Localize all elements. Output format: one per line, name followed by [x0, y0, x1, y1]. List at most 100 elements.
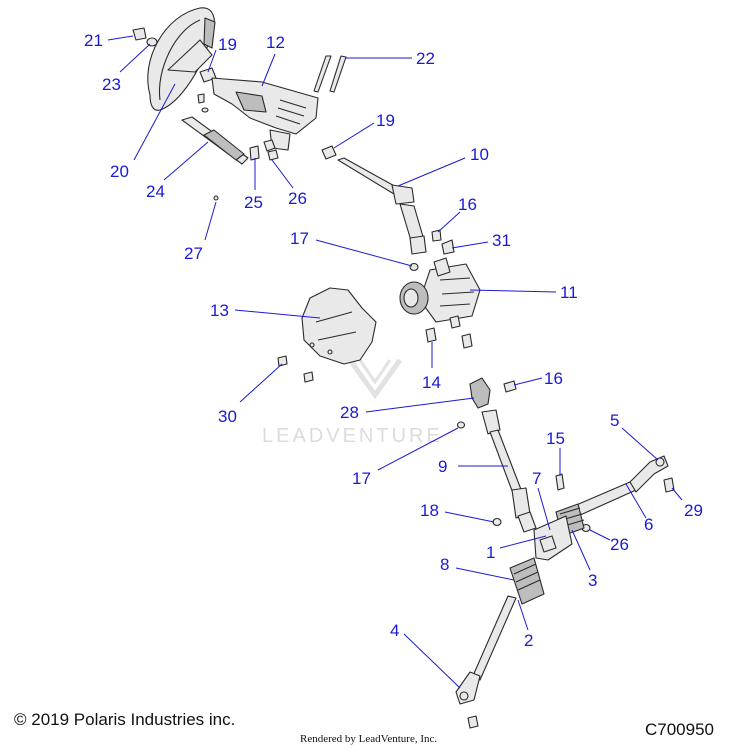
rendered-by-text: Rendered by LeadVenture, Inc. — [300, 733, 438, 745]
callout-13: 13 — [210, 301, 229, 320]
leader-27 — [204, 201, 217, 241]
callout-26: 26 — [610, 535, 629, 554]
diagram-id: C700950 — [645, 720, 715, 739]
leader-19b — [333, 122, 375, 149]
callout-12: 12 — [266, 33, 285, 52]
callout-25: 25 — [244, 193, 263, 212]
callout-20: 20 — [110, 162, 129, 181]
part-19-bushing-mid — [321, 145, 337, 160]
watermark: LEADVENTURE — [262, 358, 443, 447]
callout-28: 28 — [340, 403, 359, 422]
leader-19a — [207, 49, 217, 73]
leader-16b — [513, 377, 543, 386]
leader-17a — [315, 239, 413, 267]
callout-27: 27 — [184, 244, 203, 263]
part-16-bolt-upper — [431, 229, 442, 242]
leader-4 — [403, 633, 461, 689]
leader-2 — [517, 599, 529, 631]
leader-17b — [377, 427, 459, 471]
leader-26b — [589, 529, 611, 541]
part-steering-rack-assembly — [509, 481, 637, 605]
part-17-nut-upper — [409, 262, 419, 272]
callout-21: 21 — [84, 31, 103, 50]
callout-17: 17 — [290, 229, 309, 248]
callout-24: 24 — [146, 182, 165, 201]
leader-3 — [571, 529, 591, 571]
part-21-clip — [132, 27, 147, 41]
part-5-tie-rod-end-right — [629, 455, 669, 493]
leader-8 — [455, 567, 515, 581]
part-28-boot — [469, 377, 491, 409]
leader-20 — [133, 83, 176, 161]
callout-29: 29 — [684, 501, 703, 520]
leader-31 — [451, 241, 489, 249]
callout-18: 18 — [420, 501, 439, 520]
callout-4: 4 — [390, 621, 399, 640]
leader-28 — [365, 397, 475, 413]
callout-9: 9 — [438, 457, 447, 476]
part-27-pin — [213, 195, 219, 201]
callout-11: 11 — [560, 283, 578, 302]
part-16-bolt-lower — [503, 380, 517, 393]
part-13-cover — [301, 287, 377, 365]
part-18-nut — [492, 517, 502, 527]
callout-23: 23 — [102, 75, 121, 94]
leader-7 — [537, 487, 551, 531]
callout-19: 19 — [376, 111, 395, 130]
leader-11 — [469, 289, 557, 293]
leader-5 — [621, 427, 659, 461]
callout-15: 15 — [546, 429, 565, 448]
part-9-lower-shaft — [481, 409, 537, 533]
callout-2: 2 — [524, 631, 533, 650]
part-10-upper-shaft — [337, 157, 427, 255]
part-26-nut-upper — [263, 139, 279, 161]
part-15-bolt — [555, 473, 565, 491]
callout-5: 5 — [610, 411, 619, 430]
leader-12 — [261, 53, 276, 87]
leader-18 — [444, 511, 495, 523]
part-24-gas-strut — [181, 116, 249, 165]
callout-16: 16 — [544, 369, 563, 388]
leader-29 — [671, 487, 683, 501]
callout-14: 14 — [422, 373, 441, 392]
leader-6 — [625, 483, 647, 519]
leader-lines — [107, 35, 683, 689]
watermark-text: LEADVENTURE — [262, 425, 443, 447]
part-20-steering-wheel — [147, 7, 216, 111]
part-29-nut — [663, 477, 675, 493]
callout-30: 30 — [218, 407, 237, 426]
leader-26a — [271, 159, 294, 189]
part-17-nut-lower — [456, 421, 466, 429]
leader-24 — [163, 141, 209, 181]
callout-16: 16 — [458, 195, 477, 214]
part-31-clip — [441, 239, 455, 255]
part-tie-rod-left — [471, 595, 517, 681]
callout-19: 19 — [218, 35, 237, 54]
part-25-fastener — [249, 145, 260, 161]
part-30-screws — [277, 355, 314, 383]
leader-1 — [499, 535, 547, 549]
callout-8: 8 — [440, 555, 449, 574]
callout-6: 6 — [644, 515, 653, 534]
callout-17: 17 — [352, 469, 371, 488]
callout-7: 7 — [532, 469, 541, 488]
leader-16a — [437, 211, 461, 233]
part-11-power-steering-unit — [399, 257, 481, 329]
leader-10 — [397, 157, 466, 187]
callout-26: 26 — [288, 189, 307, 208]
callout-10: 10 — [470, 145, 489, 164]
part-4-tie-rod-end-left — [455, 671, 481, 729]
callout-31: 31 — [492, 231, 511, 250]
leader-23 — [119, 43, 151, 73]
part-22-bolts — [313, 55, 347, 93]
leader-21 — [107, 35, 134, 41]
callouts: 21 23 19 12 22 20 19 10 24 25 26 27 16 1… — [84, 31, 703, 650]
part-12-column-bracket — [211, 77, 319, 151]
copyright-text: © 2019 Polaris Industries inc. — [14, 710, 236, 729]
callout-1: 1 — [486, 543, 495, 562]
part-screws-upper — [197, 93, 209, 113]
callout-22: 22 — [416, 49, 435, 68]
callout-3: 3 — [588, 571, 597, 590]
